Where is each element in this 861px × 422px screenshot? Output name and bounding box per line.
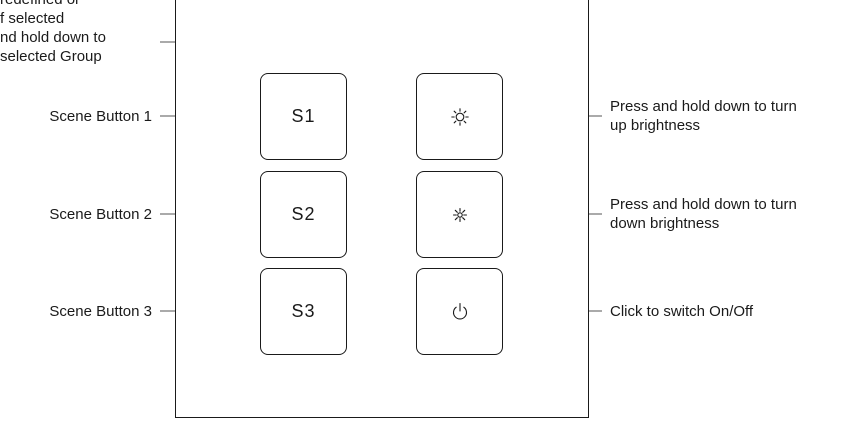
brightness-up-callout-line-2: up brightness xyxy=(610,117,701,134)
brightness-down-callout-line-1: Press and hold down to turn xyxy=(610,196,797,213)
scene-button-1-label: S1 xyxy=(291,106,316,126)
scene-button-2-label: S2 xyxy=(291,204,316,224)
scene-button-3-callout: Scene Button 3 xyxy=(49,303,152,320)
brightness-up-callout: Press and hold down to turn up brightnes… xyxy=(610,97,797,135)
scene-button-1[interactable]: S1 xyxy=(260,73,347,160)
sun-outline-icon xyxy=(450,107,469,126)
sun-small-icon xyxy=(452,207,468,223)
scene-button-3[interactable]: S3 xyxy=(260,268,347,355)
panel-body: S1 S2 S3 xyxy=(175,0,589,418)
scene-button-1-callout: Scene Button 1 xyxy=(49,108,152,125)
brightness-up-button[interactable] xyxy=(416,73,503,160)
power-icon xyxy=(451,302,469,322)
scene-button-3-label: S3 xyxy=(291,301,316,321)
brightness-up-callout-line-1: Press and hold down to turn xyxy=(610,98,797,115)
group-note-line-1: redefined or xyxy=(0,0,106,9)
group-note: redefined or f selected nd hold down to … xyxy=(0,0,106,66)
group-note-line-4: selected Group xyxy=(0,48,102,65)
power-button[interactable] xyxy=(416,268,503,355)
brightness-down-button[interactable] xyxy=(416,171,503,258)
brightness-down-callout-line-2: down brightness xyxy=(610,215,720,232)
scene-button-2[interactable]: S2 xyxy=(260,171,347,258)
group-note-line-3: nd hold down to xyxy=(0,29,106,46)
brightness-down-callout: Press and hold down to turn down brightn… xyxy=(610,195,797,233)
group-note-line-2: f selected xyxy=(0,10,65,27)
scene-button-2-callout: Scene Button 2 xyxy=(49,206,152,223)
power-callout: Click to switch On/Off xyxy=(610,303,754,320)
